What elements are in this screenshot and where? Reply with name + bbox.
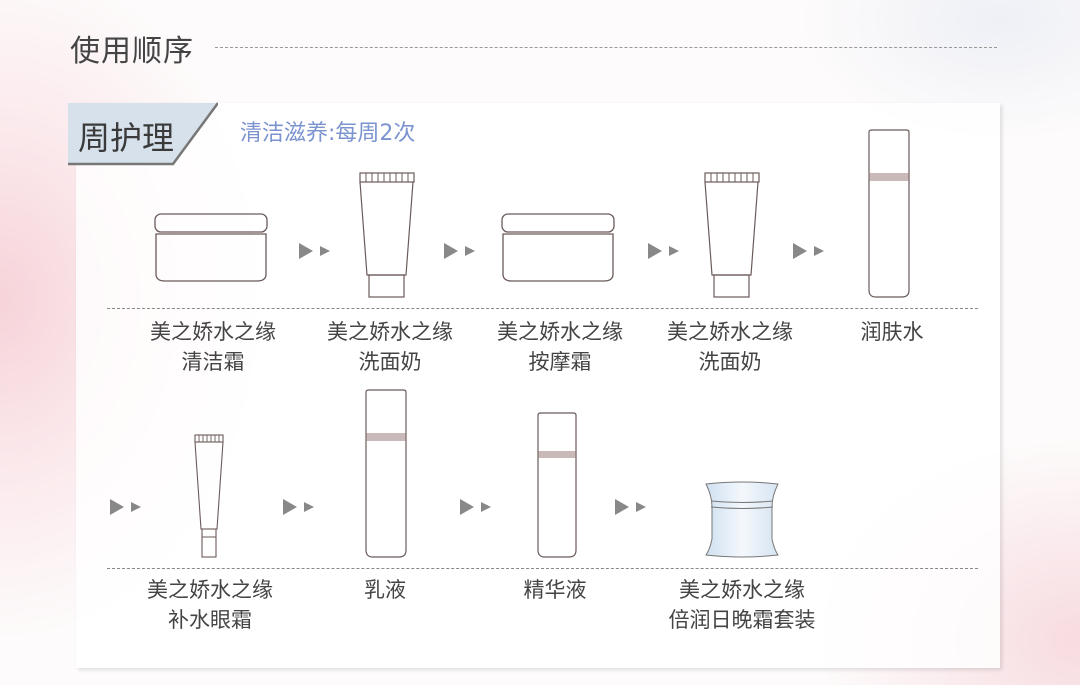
label-line: 倍润日晚霜套装	[668, 608, 816, 632]
page-title: 使用顺序	[70, 34, 194, 69]
cream-jar-icon	[501, 213, 615, 282]
section-tag-background	[68, 102, 218, 166]
bottle-icon	[868, 129, 910, 298]
section-subtitle: 清洁滋养:每周2次	[240, 121, 416, 146]
product-label-eye-cream: 美之娇水之缘补水眼霜	[110, 575, 310, 635]
label-line: 润肤水	[860, 320, 924, 344]
next-step-arrow-icon	[444, 243, 475, 259]
label-line: 精华液	[523, 578, 587, 602]
label-line: 洗面奶	[698, 350, 762, 374]
next-step-arrow-icon	[615, 499, 646, 515]
tube-icon	[359, 172, 415, 298]
next-step-arrow-icon	[793, 243, 824, 259]
label-line: 洗面奶	[358, 350, 422, 374]
section-tag: 周护理	[78, 119, 175, 157]
next-step-arrow-icon	[299, 243, 330, 259]
label-line: 美之娇水之缘	[150, 320, 276, 344]
product-label-toner: 润肤水	[792, 317, 992, 347]
row-divider	[107, 308, 978, 309]
product-label-serum: 精华液	[455, 575, 655, 605]
eye-cream-tube-icon	[194, 434, 224, 558]
next-step-arrow-icon	[283, 499, 314, 515]
label-line: 美之娇水之缘	[667, 320, 793, 344]
bottle-icon	[365, 389, 407, 558]
product-label-cleansing-cream: 美之娇水之缘清洁霜	[113, 317, 313, 377]
product-label-facial-cleanser: 美之娇水之缘洗面奶	[630, 317, 830, 377]
label-line: 清洁霜	[181, 350, 245, 374]
bottle-icon	[537, 412, 577, 558]
product-label-massage-cream: 美之娇水之缘按摩霜	[460, 317, 660, 377]
title-divider	[215, 47, 997, 48]
label-line: 美之娇水之缘	[327, 320, 453, 344]
next-step-arrow-icon	[110, 499, 141, 515]
cream-set-jar-icon	[705, 481, 779, 558]
row-divider	[107, 568, 978, 569]
next-step-arrow-icon	[648, 243, 679, 259]
weekly-care-panel	[76, 103, 1000, 668]
label-line: 按摩霜	[528, 350, 592, 374]
label-line: 美之娇水之缘	[497, 320, 623, 344]
product-label-facial-cleanser: 美之娇水之缘洗面奶	[290, 317, 490, 377]
label-line: 美之娇水之缘	[147, 578, 273, 602]
label-line: 乳液	[364, 578, 406, 602]
tube-icon	[704, 172, 760, 298]
next-step-arrow-icon	[460, 499, 491, 515]
cream-jar-icon	[154, 213, 268, 282]
product-label-lotion: 乳液	[285, 575, 485, 605]
label-line: 美之娇水之缘	[679, 578, 805, 602]
product-label-day-night-cream-set: 美之娇水之缘倍润日晚霜套装	[642, 575, 842, 635]
label-line: 补水眼霜	[168, 608, 252, 632]
